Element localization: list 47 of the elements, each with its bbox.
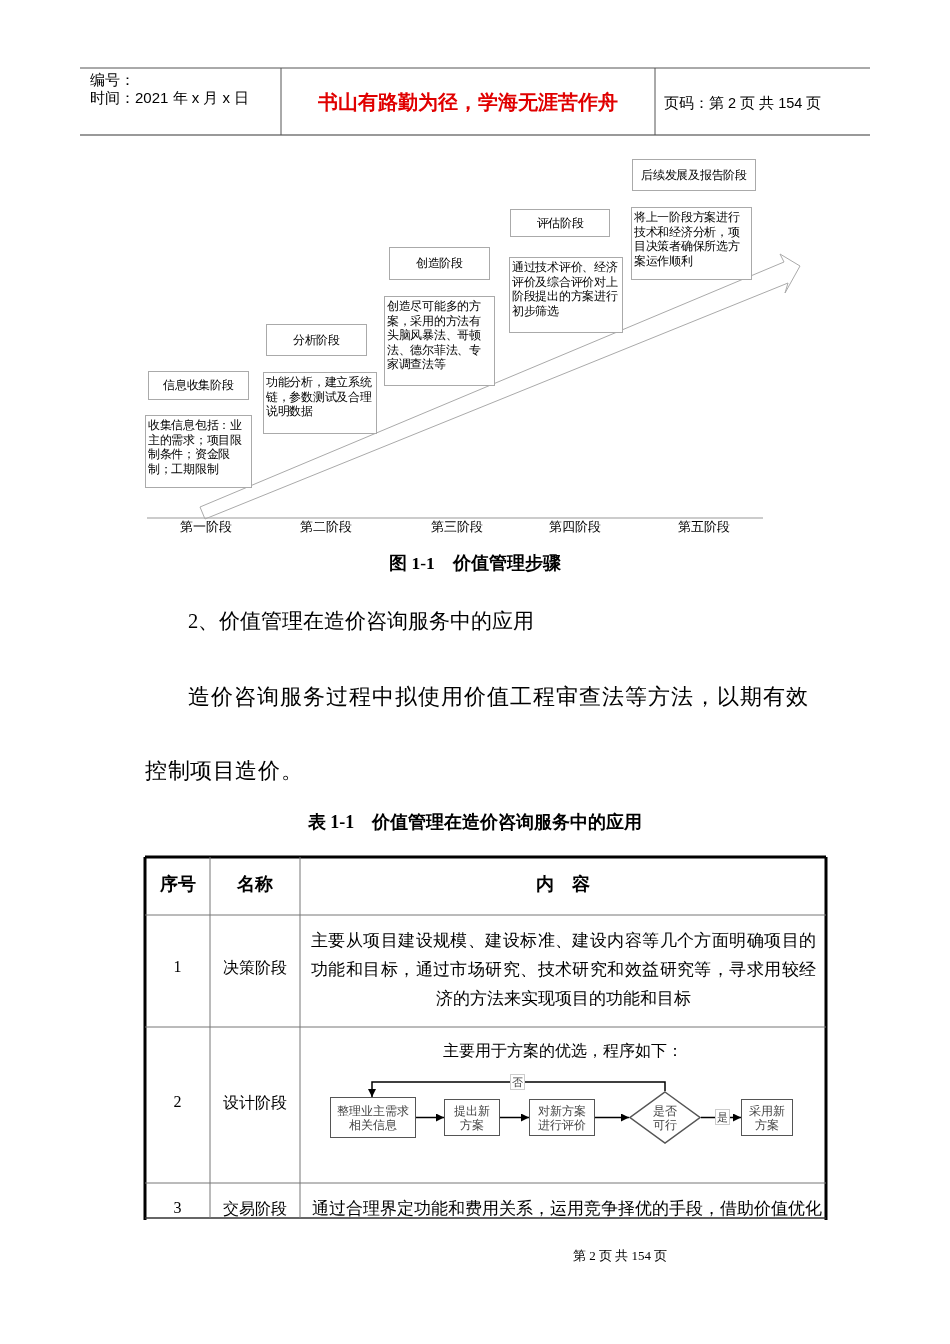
- process-box: 对新方案进行评价: [529, 1099, 595, 1136]
- stage-title-box: 创造阶段: [389, 247, 490, 280]
- arrow: [415, 1113, 445, 1122]
- stage-description-box: 创造尽可能多的方案，采用的方法有头脑风暴法、哥顿法、德尔菲法、专家调查法等: [384, 296, 495, 386]
- table-cell-text: 1: [172, 958, 183, 976]
- header-cell-text: 名称: [236, 873, 274, 896]
- stage-title-box: 评估阶段: [510, 209, 610, 237]
- table-cell-text: 主要用于方案的优选，程序如下：: [442, 1041, 684, 1061]
- table-title: 表 1-1 价值管理在造价咨询服务中的应用: [306, 811, 644, 834]
- axis-label: 第四阶段: [548, 519, 602, 536]
- figure-caption: 图 1-1 价值管理步骤: [388, 552, 562, 575]
- process-box: 提出新方案: [444, 1099, 500, 1136]
- page-number: 页码：第 2 页 共 154 页: [664, 94, 822, 113]
- arrow: [499, 1113, 530, 1122]
- header-cell-text: 内 容: [535, 873, 591, 896]
- axis-label: 第三阶段: [430, 519, 484, 536]
- header-cell-text: 序号: [158, 873, 197, 896]
- section-heading: 2、价值管理在造价咨询服务中的应用: [188, 609, 535, 634]
- decision-diamond: 是否可行: [629, 1091, 701, 1144]
- axis-label: 第二阶段: [299, 519, 353, 536]
- paragraph: 造价咨询服务过程中拟使用价值工程审查法等方法，以期有效控制项目造价。: [145, 683, 809, 785]
- table-cell-text: 2: [172, 1093, 183, 1111]
- axis-label: 第五阶段: [677, 519, 731, 536]
- header-text: 编号：: [90, 71, 135, 90]
- arrow: [368, 1081, 666, 1098]
- header-slogan: 书山有路勤为径，学海无涯苦作舟: [317, 89, 619, 116]
- stage-title-box: 分析阶段: [266, 324, 367, 356]
- stage-title-box: 后续发展及报告阶段: [632, 159, 756, 191]
- table-cell-text: 决策阶段: [222, 958, 288, 978]
- stage-title-box: 信息收集阶段: [148, 371, 249, 400]
- page-footer: 第 2 页 共 154 页: [520, 1247, 720, 1265]
- edge-label: 否: [510, 1074, 525, 1090]
- stage-description-box: 收集信息包括：业主的需求；项目限制条件；资金限制；工期限制: [145, 415, 252, 488]
- table-cell-text: 交易阶段: [222, 1199, 288, 1219]
- table-cell-text: 设计阶段: [222, 1093, 288, 1113]
- arrow: [594, 1113, 630, 1122]
- table-cell-text: 主要从项目建设规模、建设标准、建设内容等几个方面明确项目的功能和目标，通过市场研究、技术研究和效益研究等，寻求用较经济的方法来实现项目的功能和目标: [311, 930, 816, 1010]
- table-cell-text: 通过合理界定功能和费用关系，运用竞争择优的手段，借助价值优化: [312, 1198, 822, 1220]
- stage-description-box: 功能分析，建立系统链，参数测试及合理说明数据: [263, 372, 377, 434]
- edge-label: 是: [715, 1109, 730, 1125]
- table-cell-text: 3: [172, 1199, 183, 1217]
- process-box: 整理业主需求相关信息: [330, 1097, 416, 1138]
- header-text: 时间：2021 年 x 月 x 日: [90, 89, 250, 108]
- stage-description-box: 将上一阶段方案进行技术和经济分析，项目决策者确保所选方案运作顺利: [631, 207, 752, 280]
- process-box: 采用新方案: [741, 1099, 793, 1136]
- axis-label: 第一阶段: [179, 519, 233, 536]
- stage-description-box: 通过技术评价、经济评价及综合评价对上阶段提出的方案进行初步筛选: [509, 257, 623, 333]
